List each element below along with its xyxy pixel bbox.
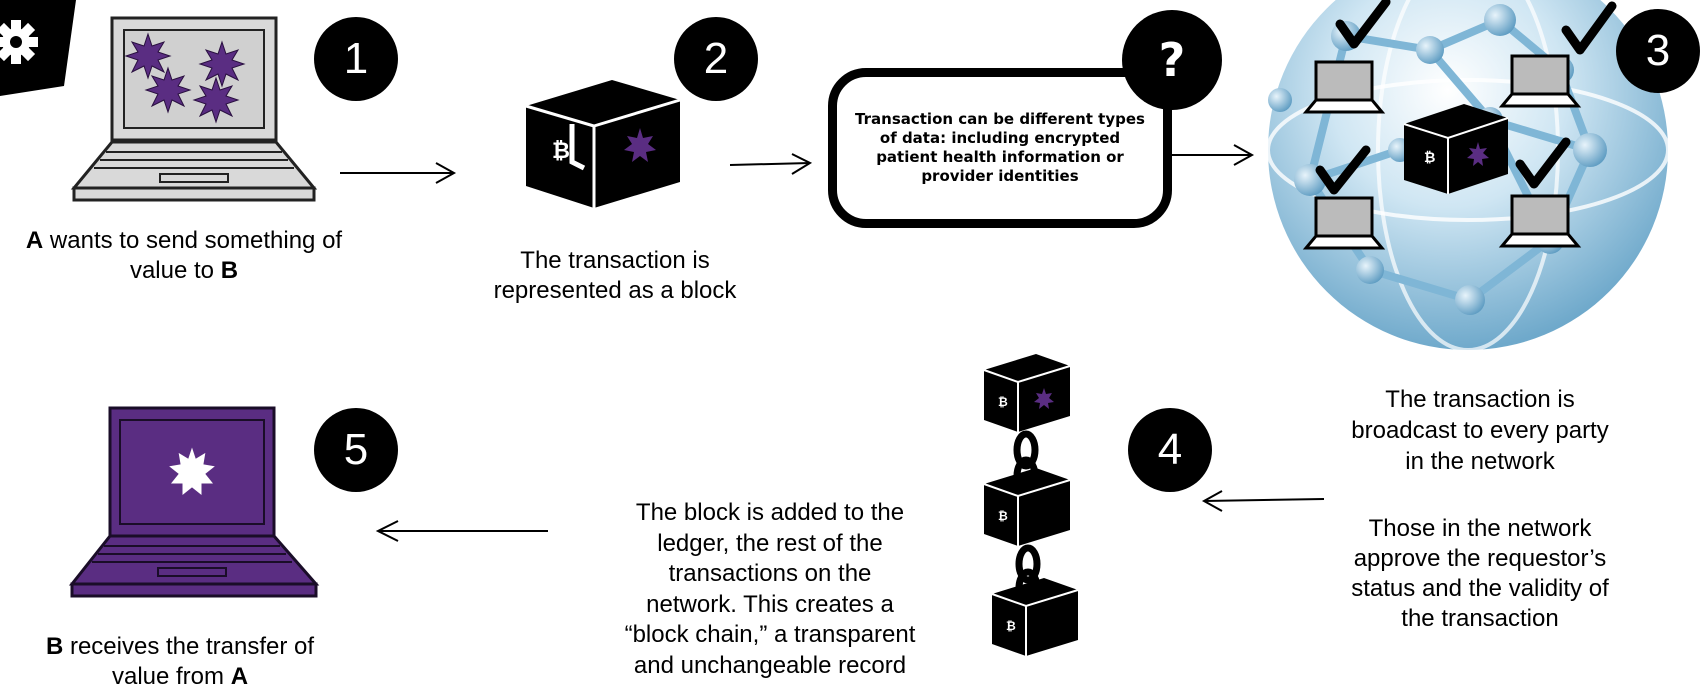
bitcoin-icon: ₿: [552, 139, 570, 164]
arrow-icon: [340, 162, 457, 184]
laptop-icon: [68, 406, 320, 598]
checkmark-icon: [1315, 145, 1371, 195]
step-1-badge: 1: [314, 17, 398, 101]
step-3-approval-caption: Those in the network approve the request…: [1351, 515, 1609, 632]
arrow-icon: [375, 520, 548, 542]
svg-text:₿: ₿: [998, 395, 1008, 409]
arrow-icon: [1201, 490, 1325, 512]
checkmark-icon: [1561, 1, 1617, 55]
step-3-caption: The transaction is broadcast to every pa…: [1351, 386, 1609, 475]
step-2-caption: The transaction is represented as a bloc…: [493, 247, 737, 304]
burst-icon: [192, 76, 240, 124]
svg-text:₿: ₿: [998, 509, 1008, 523]
burst-icon: [124, 32, 172, 80]
burst-icon: [198, 40, 246, 88]
burst-icon: [166, 444, 218, 498]
step-1-caption: A wants to send something of value to B: [25, 227, 343, 284]
step-3-badge: 3: [1616, 9, 1700, 93]
block-cube-icon: ₿: [991, 578, 1079, 656]
block-cube-icon: ₿: [983, 354, 1071, 432]
step-4-caption: The block is added to the ledger, the re…: [624, 499, 916, 679]
arrow-icon: [1172, 144, 1255, 166]
chain-icon: ₿ ₿ ₿: [983, 354, 1079, 656]
laptop-icon: [1302, 60, 1386, 114]
step-5-caption: B receives the transfer of value from A: [45, 633, 315, 690]
step-2-badge: 2: [674, 17, 758, 101]
checkmark-icon: [1335, 0, 1391, 49]
laptop-icon: [1498, 54, 1582, 108]
gear-icon: [0, 20, 38, 64]
svg-text:₿: ₿: [1006, 619, 1016, 633]
laptop-icon: [1302, 196, 1386, 250]
step-4-badge: 4: [1128, 408, 1212, 492]
globe-icon: ₿: [1266, 0, 1670, 352]
svg-text:₿: ₿: [1424, 150, 1435, 166]
arrow-icon: [729, 153, 813, 175]
step-5-badge: 5: [314, 408, 398, 492]
laptop-icon: [70, 16, 318, 202]
checkmark-icon: [1515, 137, 1571, 189]
burst-icon: [144, 66, 192, 114]
burst-icon: [624, 128, 656, 162]
block-cube-icon: ₿: [1403, 104, 1509, 194]
gear-tab[interactable]: [0, 0, 80, 100]
laptop-icon: [1498, 194, 1582, 248]
data-types-callout: Transaction can be different types of da…: [828, 68, 1172, 228]
block-cube-icon: ₿: [983, 468, 1071, 546]
question-badge: ?: [1122, 10, 1222, 110]
block-cube-icon: ₿: [525, 80, 681, 208]
